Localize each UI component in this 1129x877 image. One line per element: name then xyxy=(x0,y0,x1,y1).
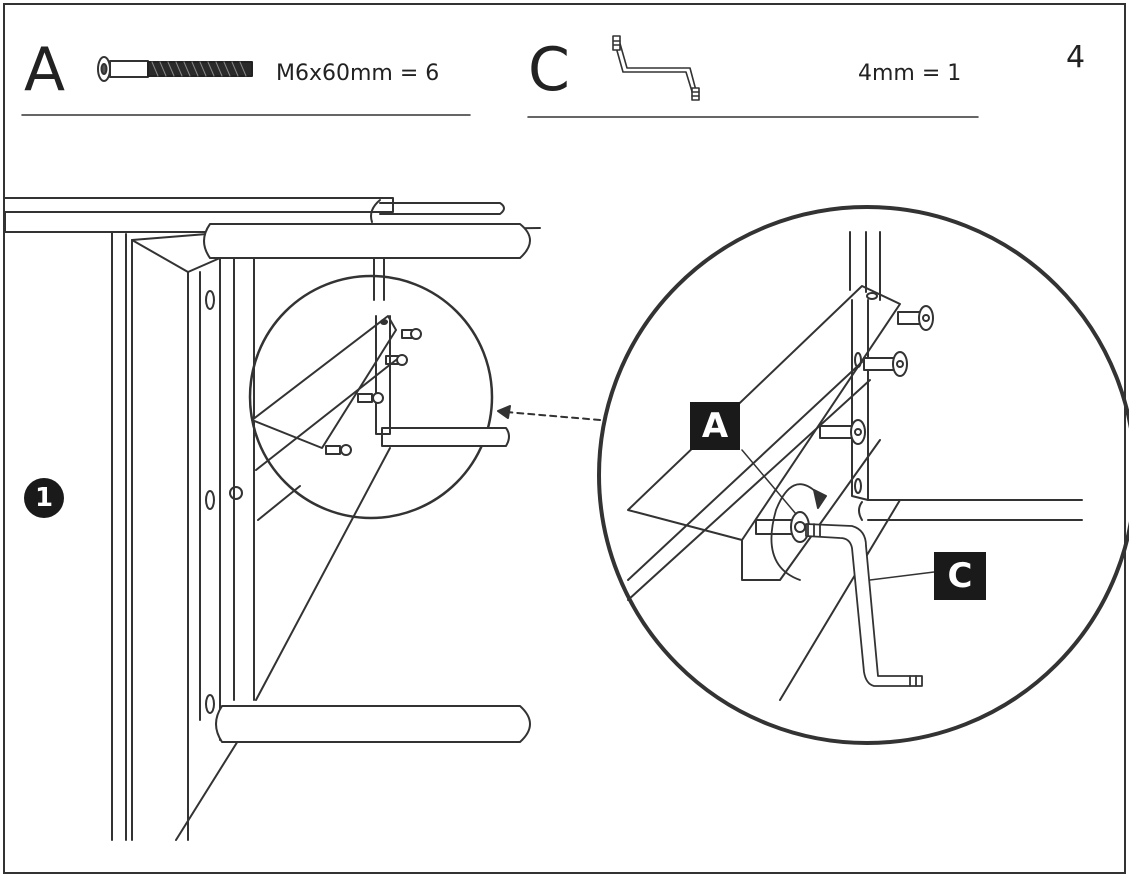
callout-label-a: A xyxy=(690,402,740,450)
small-bolt xyxy=(401,328,422,340)
detail-circle-large xyxy=(597,205,1129,745)
part-c-quantity: 4mm = 1 xyxy=(858,61,962,86)
small-bolt xyxy=(325,444,352,456)
part-c-letter: C xyxy=(528,35,570,105)
large-bolt xyxy=(755,511,810,543)
detail-circle-small xyxy=(248,274,510,521)
furniture-frame xyxy=(4,197,541,841)
step-number-badge: 1 xyxy=(24,478,64,518)
large-bolt xyxy=(897,305,934,331)
allen-key-icon xyxy=(612,35,700,101)
small-bolt xyxy=(385,354,408,366)
bolt-icon xyxy=(97,56,253,82)
part-a-quantity: M6x60mm = 6 xyxy=(276,61,440,86)
large-bolt xyxy=(819,419,866,445)
leader-line-a xyxy=(741,449,797,515)
zoom-pointer-arrow xyxy=(497,405,601,421)
small-bolt xyxy=(357,392,384,404)
callout-label-c: C xyxy=(934,552,986,600)
leader-line-c xyxy=(869,571,935,581)
page-number: 4 xyxy=(1066,40,1086,75)
part-a-letter: A xyxy=(24,35,66,105)
large-bolt xyxy=(863,351,908,377)
allen-key-inserted xyxy=(805,523,923,687)
rotation-arrow-icon xyxy=(770,483,827,581)
